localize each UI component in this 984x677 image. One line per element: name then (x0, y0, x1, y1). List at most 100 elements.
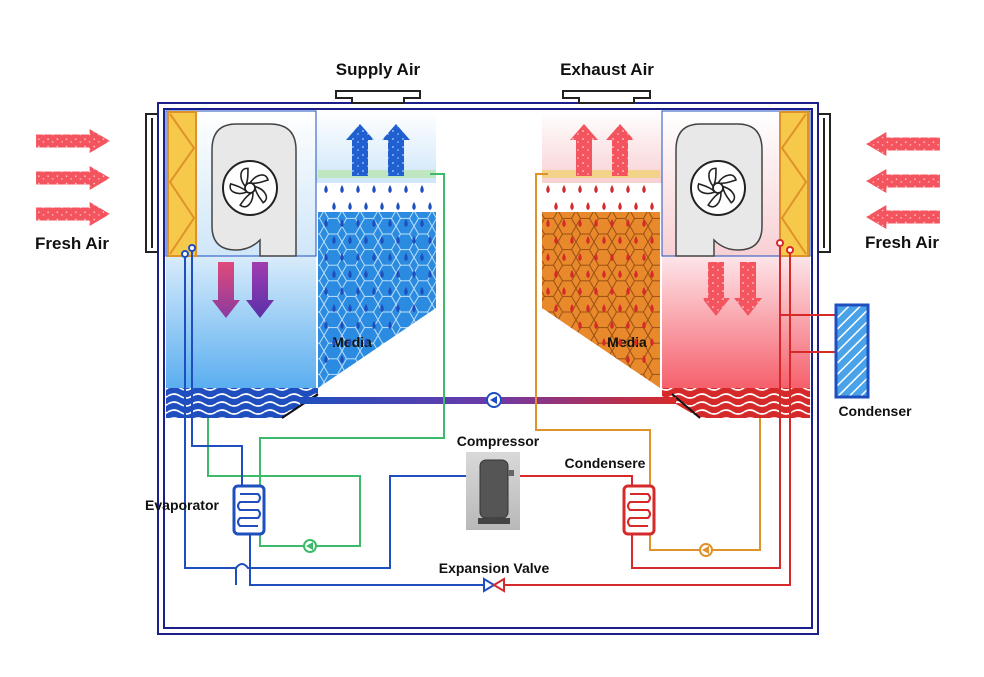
water-droplet-icon (642, 185, 646, 193)
water-droplet-icon (634, 304, 638, 312)
water-droplet-icon (570, 236, 574, 244)
water-droplet-icon (650, 270, 654, 278)
water-droplet-icon (602, 338, 606, 346)
water-droplet-icon (610, 185, 614, 193)
middle-water-pipe (300, 392, 676, 408)
water-droplet-icon (626, 287, 630, 295)
water-droplet-icon (364, 270, 368, 278)
water-droplet-icon (372, 185, 376, 193)
water-droplet-icon (420, 219, 424, 227)
water-droplet-icon (324, 321, 328, 329)
water-droplet-icon (642, 253, 646, 261)
water-droplet-icon (348, 270, 352, 278)
water-droplet-icon (380, 202, 384, 210)
fresh-air-arrows-right (866, 132, 940, 229)
water-droplet-icon (348, 338, 352, 346)
water-droplet-icon (562, 253, 566, 261)
water-droplet-icon (364, 236, 368, 244)
water-droplet-icon (554, 202, 558, 210)
water-droplet-icon (356, 321, 360, 329)
water-droplet-icon (348, 202, 352, 210)
water-droplet-icon (618, 338, 622, 346)
housing (157, 102, 819, 635)
water-droplet-icon (578, 253, 582, 261)
water-droplet-icon (364, 202, 368, 210)
right-down-arrows (702, 262, 762, 316)
water-droplet-icon (618, 304, 622, 312)
water-droplet-icon (364, 338, 368, 346)
water-droplet-icon (428, 202, 432, 210)
fan-icon (690, 160, 746, 216)
water-droplet-icon (332, 338, 336, 346)
water-droplet-icon (650, 304, 654, 312)
water-droplet-icon (578, 185, 582, 193)
water-droplet-icon (618, 236, 622, 244)
water-droplet-icon (372, 321, 376, 329)
water-droplet-icon (602, 304, 606, 312)
media-right-label: Media (607, 334, 647, 350)
water-droplet-icon (396, 304, 400, 312)
expansion-valve (483, 577, 505, 593)
evaporator-label: Evaporator (145, 497, 219, 513)
water-droplet-icon (586, 304, 590, 312)
fresh-air-left-label: Fresh Air (35, 234, 109, 253)
water-droplet-icon (356, 219, 360, 227)
water-droplet-icon (594, 287, 598, 295)
water-droplet-icon (626, 185, 630, 193)
left-fan (211, 123, 297, 257)
water-droplet-icon (332, 202, 336, 210)
expansion-valve-label: Expansion Valve (439, 560, 550, 576)
water-droplet-icon (356, 287, 360, 295)
water-droplet-icon (356, 185, 360, 193)
water-droplet-icon (546, 219, 550, 227)
water-droplet-icon (546, 287, 550, 295)
water-droplet-icon (332, 270, 336, 278)
water-droplet-icon (626, 321, 630, 329)
exhaust-air-up-arrows (570, 124, 634, 176)
water-droplet-icon (396, 202, 400, 210)
water-droplet-icon (634, 202, 638, 210)
water-droplet-icon (372, 287, 376, 295)
water-droplet-icon (340, 253, 344, 261)
water-droplet-icon (586, 202, 590, 210)
water-droplet-icon (380, 270, 384, 278)
water-droplet-icon (626, 253, 630, 261)
water-droplet-icon (562, 185, 566, 193)
water-droplet-icon (412, 202, 416, 210)
water-droplet-icon (388, 287, 392, 295)
water-droplet-icon (634, 338, 638, 346)
evaporator-coil (232, 484, 266, 536)
water-droplet-icon (586, 236, 590, 244)
water-droplet-icon (594, 185, 598, 193)
water-droplet-icon (324, 253, 328, 261)
water-droplets-right (546, 185, 654, 363)
water-droplet-icon (578, 287, 582, 295)
water-droplet-icon (404, 219, 408, 227)
compressor-label: Compressor (457, 433, 540, 449)
water-droplet-icon (404, 287, 408, 295)
supply-air-duct (335, 90, 421, 104)
water-droplet-icon (626, 219, 630, 227)
water-droplet-icon (554, 236, 558, 244)
supply-air-label: Supply Air (336, 60, 421, 79)
water-droplet-icon (578, 321, 582, 329)
left-down-arrows (212, 262, 274, 318)
water-droplet-icon (380, 236, 384, 244)
water-droplet-icon (634, 236, 638, 244)
water-droplet-icon (340, 185, 344, 193)
water-droplet-icon (594, 321, 598, 329)
left-air-filter (167, 111, 197, 257)
water-droplet-icon (396, 236, 400, 244)
right-media (542, 170, 660, 388)
green-water-loop (207, 173, 445, 553)
water-droplet-icon (594, 219, 598, 227)
right-fan (675, 123, 763, 257)
water-droplet-icon (650, 202, 654, 210)
water-droplet-icon (602, 202, 606, 210)
water-droplet-icon (340, 287, 344, 295)
water-droplet-icon (554, 304, 558, 312)
water-droplet-icon (650, 338, 654, 346)
water-droplet-icon (610, 321, 614, 329)
water-droplet-icon (428, 236, 432, 244)
